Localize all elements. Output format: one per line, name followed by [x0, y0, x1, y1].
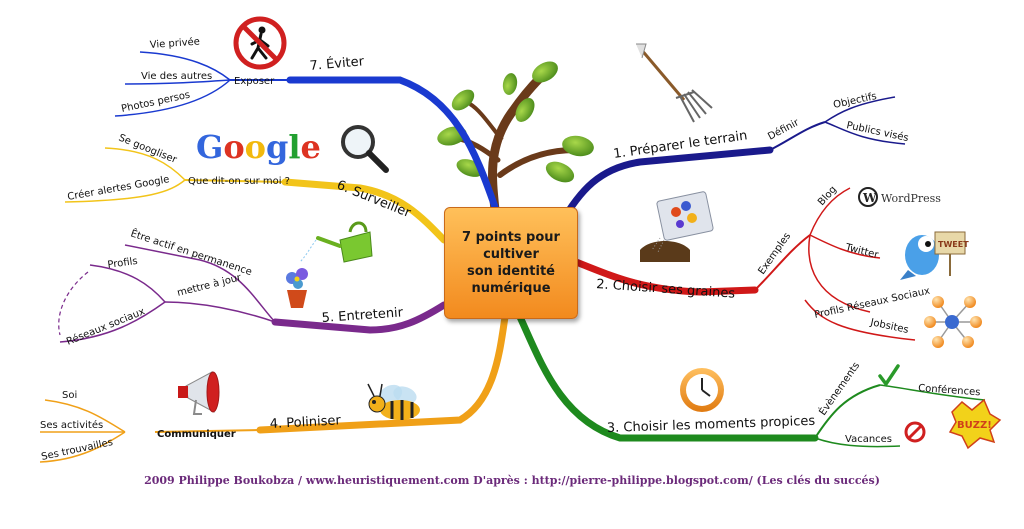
- svg-text:W: W: [862, 191, 877, 205]
- preparer-leaf-objectifs: Objectifs: [832, 91, 877, 111]
- entretenir-leaf-reseaux: Réseaux sociaux: [65, 305, 147, 347]
- moments-leaf-evenements: Évènements: [816, 359, 862, 417]
- buzz-text: BUZZ!: [957, 420, 992, 431]
- poliniser-leaf-activites: Ses activités: [40, 419, 103, 431]
- branch-eviter-curve: [286, 76, 499, 211]
- branch-entretenir-label: 5. Entretenir: [321, 305, 404, 326]
- moments-leaf-vacances: Vacances: [845, 434, 892, 445]
- surveiller-leaf-alertes: Créer alertes Google: [66, 173, 170, 203]
- eviter-leaf-vieautres: Vie des autres: [141, 71, 212, 82]
- bee-icon: [367, 383, 420, 420]
- branch-moments-curve: [516, 313, 819, 442]
- graines-leaf-profils: Profils Réseaux Sociaux: [813, 285, 931, 321]
- branch-poliniser-label: 4. Poliniser: [269, 413, 341, 432]
- network-icon: [924, 296, 982, 348]
- magnifier-icon: [341, 125, 389, 173]
- watering-can-icon: [299, 221, 373, 263]
- poliniser-leaf-soi: Soi: [62, 390, 77, 401]
- central-topic-text: 7 points pour cultiver son identité numé…: [462, 230, 560, 296]
- twitter-bird-icon: TWEET: [900, 231, 969, 280]
- poliniser-sub-label: Communiquer: [157, 429, 236, 440]
- entretenir-leaf-maj: mettre à jour: [176, 271, 243, 299]
- wordpress-logo-icon: W WordPress: [858, 187, 941, 207]
- tweet-sign-text: TWEET: [938, 240, 969, 249]
- footer-credits: 2009 Philippe Boukobza / www.heuristique…: [144, 474, 880, 487]
- checkmark-icon: [878, 364, 900, 388]
- graines-leaf-twitter: Twitter: [843, 242, 880, 261]
- pitchfork-icon: [636, 43, 713, 123]
- no-entry-icon: [904, 421, 926, 443]
- wordpress-logo-text: WordPress: [881, 192, 941, 205]
- flower-pot-icon: [286, 268, 308, 308]
- prohibited-walker-icon: [233, 16, 287, 70]
- branch-graines-curve: [572, 258, 759, 296]
- google-logo-icon: Google: [196, 128, 321, 166]
- moments-leaf-conferences: Conférences: [918, 382, 981, 398]
- preparer-sub-label: Définir: [766, 116, 802, 143]
- surveiller-sub-label: Que dit-on sur moi ?: [188, 176, 290, 187]
- tree-icon: [437, 61, 594, 215]
- branch-surveiller-curve: [281, 178, 448, 244]
- buzz-icon: BUZZ!: [948, 398, 1002, 450]
- eviter-leaf-vieprivee: Vie privée: [149, 36, 200, 51]
- entretenir-leaf-actif: Être actif en permanence: [129, 226, 254, 278]
- eviter-sub-label: Exposer: [234, 76, 275, 87]
- branch-poliniser-curve: [256, 313, 509, 434]
- poliniser-leaf-trouvailles: Ses trouvailles: [40, 437, 114, 463]
- entretenir-leaf-profils: Profils: [107, 256, 138, 271]
- clock-icon: [680, 368, 724, 412]
- branch-graines-label: 2. Choisir ses graines: [596, 277, 736, 302]
- central-topic[interactable]: 7 points pour cultiver son identité numé…: [444, 207, 578, 319]
- branch-entretenir-curve: [271, 301, 448, 334]
- megaphone-icon: [178, 371, 220, 415]
- branch-moments-label: 3. Choisir les moments propices: [607, 414, 816, 436]
- seed-packet-icon: [640, 191, 714, 262]
- svg-text:Google: Google: [196, 128, 321, 166]
- branch-eviter-label: 7. Éviter: [309, 53, 365, 74]
- graines-leaf-jobsites: Jobsites: [868, 317, 909, 336]
